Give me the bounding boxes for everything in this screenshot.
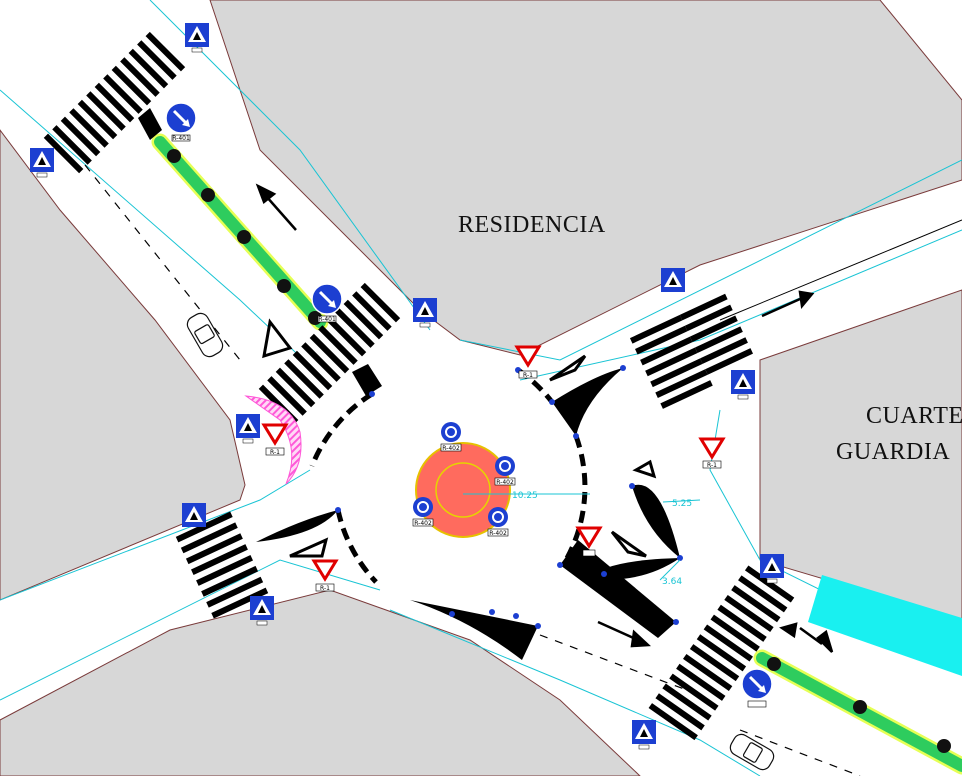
roundabout-code: R-402 bbox=[496, 479, 514, 486]
give-way-code: R-1 bbox=[270, 449, 280, 456]
keep-direction-code: R-401 bbox=[172, 135, 190, 142]
crosswalk-bottom-right bbox=[648, 565, 795, 741]
splitter-islands bbox=[138, 108, 680, 660]
car-left bbox=[186, 312, 224, 358]
label-cuartel: CUARTE bbox=[866, 403, 962, 429]
island-vertices bbox=[335, 365, 683, 629]
give-way-code: R-1 bbox=[320, 585, 330, 592]
dimension-radius: 10.25 bbox=[512, 491, 538, 501]
dimension-crossing: 3.64 bbox=[662, 577, 682, 587]
crosswalk-top-left bbox=[43, 31, 186, 174]
hatched-zone bbox=[244, 395, 302, 485]
give-way-sign: R-1 R-1 R-1 R-1 bbox=[261, 345, 726, 592]
median-bottom-right bbox=[753, 649, 962, 775]
central-island bbox=[415, 442, 590, 538]
give-way-code: R-1 bbox=[707, 462, 717, 469]
roundabout-sign: R-402 R-402 R-402 R-402 bbox=[412, 422, 516, 537]
keep-direction-sign: R-401 R-401 bbox=[165, 102, 773, 708]
block-bottom bbox=[0, 589, 641, 776]
crosswalk-right bbox=[629, 293, 753, 409]
roundabout-code: R-402 bbox=[414, 520, 432, 527]
give-way-code: R-1 bbox=[523, 372, 533, 379]
dimension-lane: 5.25 bbox=[672, 499, 692, 509]
lane-line-right bbox=[719, 219, 962, 321]
roundabout-code: R-402 bbox=[442, 445, 460, 452]
bus-lane bbox=[808, 575, 962, 676]
pedestrian-crossing-sign bbox=[30, 23, 784, 750]
keep-direction-code: R-401 bbox=[318, 316, 336, 323]
dimension-marks bbox=[659, 499, 701, 581]
block-left bbox=[0, 129, 246, 601]
block-top-center bbox=[209, 0, 962, 356]
car-bottom-right bbox=[729, 733, 775, 771]
roundabout-code: R-402 bbox=[489, 530, 507, 537]
road-yield-marks bbox=[262, 318, 657, 558]
crosswalk-center-left bbox=[258, 282, 401, 425]
label-guardia: GUARDIA bbox=[836, 439, 951, 465]
direction-arrows bbox=[255, 183, 834, 653]
label-residencia: RESIDENCIA bbox=[458, 212, 606, 238]
lane-dividers bbox=[84, 164, 861, 776]
